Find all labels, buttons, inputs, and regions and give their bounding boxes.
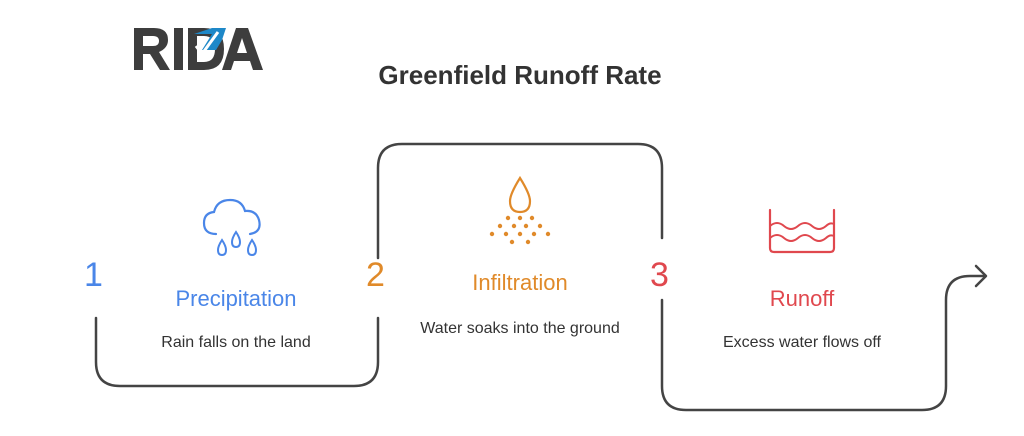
flow-connector-path bbox=[94, 142, 986, 412]
step-desc-precipitation: Rain falls on the land bbox=[161, 334, 311, 351]
water-waves-icon bbox=[768, 208, 836, 254]
step-number-2: 2 bbox=[366, 256, 385, 294]
step-number-1: 1 bbox=[84, 256, 103, 294]
logo-letter-a bbox=[222, 28, 263, 70]
step-desc-runoff: Excess water flows off bbox=[723, 334, 881, 351]
rida-logo bbox=[134, 28, 263, 70]
step-title-precipitation: Precipitation bbox=[175, 286, 297, 311]
rain-cloud-icon bbox=[202, 198, 261, 257]
arrow-head-icon bbox=[974, 264, 988, 288]
step-title-runoff: Runoff bbox=[769, 286, 835, 311]
step-number-3: 3 bbox=[650, 256, 669, 294]
logo-letter-i bbox=[174, 28, 183, 70]
step-desc-infiltration: Water soaks into the ground bbox=[420, 320, 620, 337]
logo-check-mark bbox=[194, 31, 220, 57]
step-title-infiltration: Infiltration bbox=[472, 270, 568, 295]
water-drop-soil-icon bbox=[489, 175, 551, 245]
logo-letter-r bbox=[134, 28, 170, 70]
diagram-title: Greenfield Runoff Rate bbox=[378, 60, 662, 90]
